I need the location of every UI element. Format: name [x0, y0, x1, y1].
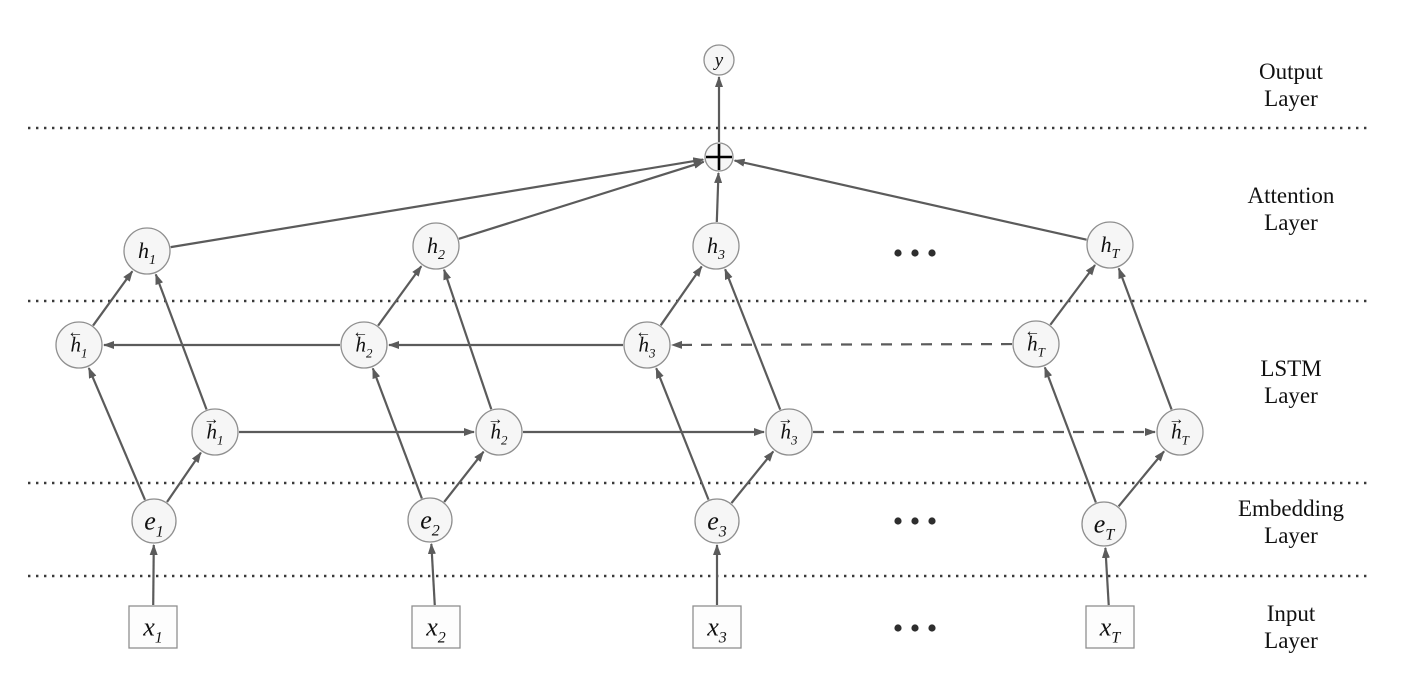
node-xT: xT — [1085, 605, 1135, 649]
right-arrow-accent-icon: → — [203, 411, 219, 428]
node-label-fT: hT — [1171, 420, 1190, 448]
edge-h3-plus — [714, 171, 723, 223]
layer-label-output-line2: Layer — [1264, 86, 1318, 111]
layer-label-output-line1: Output — [1259, 59, 1323, 84]
edge-f1-h1 — [154, 273, 208, 410]
node-e2: e2 — [407, 497, 453, 543]
node-b2: h2← — [340, 321, 388, 369]
node-label-e2: e2 — [420, 505, 440, 539]
layer-label-input-line2: Layer — [1264, 628, 1318, 653]
edge-e2-b2 — [371, 367, 423, 499]
node-label-e1: e1 — [144, 506, 164, 540]
ellipsis-dots-3 — [894, 624, 936, 632]
node-f1: h1→ — [191, 408, 239, 456]
edge-b2-h2 — [377, 265, 423, 327]
node-label-b1: h1 — [71, 333, 88, 361]
ellipsis-dots-2 — [894, 517, 936, 525]
node-label-e3: e3 — [707, 506, 727, 540]
edge-e3-f3 — [730, 450, 775, 504]
node-label-f3: h3 — [781, 420, 799, 448]
layer-label-attention-line2: Layer — [1264, 210, 1318, 235]
layer-label-input-line1: Input — [1266, 601, 1316, 626]
left-arrow-accent-icon: ← — [635, 324, 651, 341]
edge-f3-h3 — [724, 268, 782, 411]
right-arrow-accent-icon: → — [777, 411, 793, 428]
layer-label-lstm-line1: LSTM — [1260, 356, 1322, 381]
layer-label-input: Input Layer — [1206, 600, 1376, 654]
layer-label-embedding-line2: Layer — [1264, 523, 1318, 548]
edge-bT-hT — [1049, 264, 1096, 326]
edge-e2-f2 — [443, 450, 485, 503]
node-label-b2: h2 — [356, 333, 374, 361]
node-label-h3: h3 — [707, 233, 725, 263]
edge-b3-h3 — [659, 265, 703, 326]
edge-f2-h2 — [442, 268, 493, 410]
node-label-f1: h1 — [207, 420, 224, 448]
node-label-h1: h1 — [138, 238, 156, 268]
node-x3: x3 — [692, 605, 742, 649]
node-x1: x1 — [128, 605, 178, 649]
layer-label-attention-line1: Attention — [1247, 183, 1335, 208]
node-e3: e3 — [694, 498, 740, 544]
node-bT: hT← — [1012, 320, 1060, 368]
edge-bT-b3 — [670, 340, 1013, 349]
edge-b1-h1 — [92, 270, 134, 327]
node-label-bT: hT — [1027, 332, 1046, 360]
node-h2: h2 — [412, 222, 460, 270]
edge-x2-e2 — [427, 542, 436, 606]
right-arrow-accent-icon: → — [1168, 411, 1184, 428]
node-label-b3: h3 — [639, 333, 657, 361]
layer-label-lstm-line2: Layer — [1264, 383, 1318, 408]
node-plus — [704, 142, 734, 172]
node-label-y: y — [713, 50, 724, 71]
node-b3: h3← — [623, 321, 671, 369]
layer-label-embedding: Embedding Layer — [1206, 495, 1376, 549]
layer-label-embedding-line1: Embedding — [1237, 496, 1345, 521]
node-hT: hT — [1086, 221, 1134, 269]
node-f3: h3→ — [765, 408, 813, 456]
node-e1: e1 — [131, 498, 177, 544]
node-label-h2: h2 — [427, 233, 445, 263]
node-f2: h2→ — [475, 408, 523, 456]
edge-xT-eT — [1101, 546, 1110, 606]
left-arrow-accent-icon: ← — [67, 324, 83, 341]
edge-fT-hT — [1117, 267, 1173, 410]
node-h1: h1 — [123, 227, 171, 275]
node-label-x2: x2 — [425, 612, 446, 646]
right-arrow-accent-icon: → — [487, 411, 503, 428]
node-x2: x2 — [411, 605, 461, 649]
node-h3: h3 — [692, 222, 740, 270]
node-y: y — [703, 44, 735, 76]
edge-h2-plus — [458, 160, 705, 240]
layer-label-attention: Attention Layer — [1206, 182, 1376, 236]
node-b1: h1← — [55, 321, 103, 369]
ellipsis-dots-1 — [894, 249, 936, 257]
layer-label-lstm: LSTM Layer — [1206, 355, 1376, 409]
node-eT: eT — [1081, 501, 1127, 547]
edge-x1-e1 — [149, 543, 158, 606]
node-fT: hT→ — [1156, 408, 1204, 456]
edge-h1-plus — [170, 157, 705, 249]
node-label-eT: eT — [1094, 509, 1116, 543]
node-label-x3: x3 — [706, 612, 727, 646]
edge-e1-f1 — [166, 451, 202, 503]
layer-label-output: Output Layer — [1206, 58, 1376, 112]
left-arrow-accent-icon: ← — [1024, 323, 1040, 340]
edge-eT-bT — [1043, 366, 1097, 503]
node-label-hT: hT — [1101, 232, 1121, 262]
left-arrow-accent-icon: ← — [352, 324, 368, 341]
edge-e3-b3 — [655, 367, 710, 501]
node-label-x1: x1 — [142, 612, 163, 646]
edge-eT-fT — [1117, 450, 1165, 507]
node-label-xT: xT — [1099, 612, 1122, 646]
edge-e1-b1 — [87, 367, 146, 501]
node-label-f2: h2 — [491, 420, 509, 448]
edge-hT-plus — [733, 158, 1087, 241]
